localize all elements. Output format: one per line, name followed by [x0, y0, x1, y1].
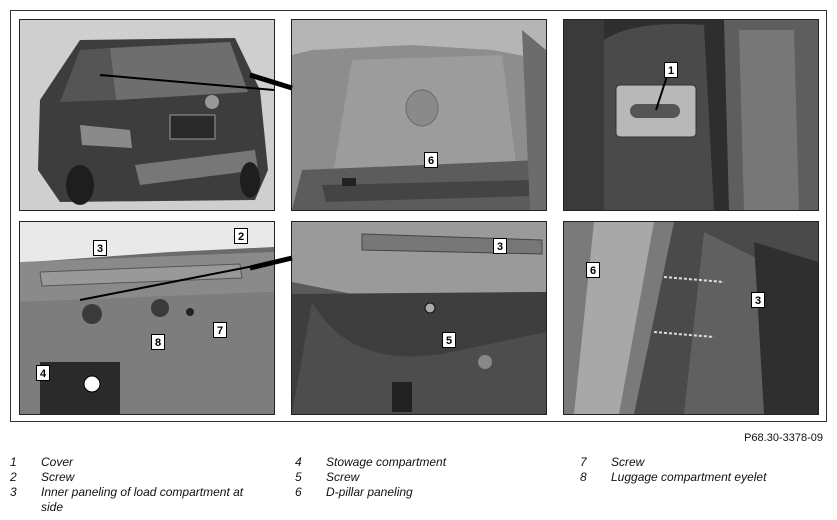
callout-number: 3 — [493, 238, 507, 254]
illustration-figure: 6 1 3 2 4 — [10, 10, 827, 422]
figure-reference: P68.30-3378-09 — [744, 432, 823, 444]
photo-vehicle-rear — [19, 19, 275, 211]
callout-number: 1 — [664, 62, 678, 78]
callout-number: 8 — [151, 334, 165, 350]
cover-detail-drawing — [564, 20, 818, 210]
callout-number: 6 — [424, 152, 438, 168]
load-compartment-drawing — [20, 222, 274, 414]
callout-number: 3 — [93, 240, 107, 256]
d-pillar-drawing — [292, 20, 546, 210]
callout-number: 3 — [751, 292, 765, 308]
callout-number: 5 — [442, 332, 456, 348]
photo-screw-detail: 3 5 — [291, 221, 547, 415]
paneling-removed-drawing — [564, 222, 818, 414]
photo-cover-detail: 1 — [563, 19, 819, 211]
callout-number: 2 — [234, 228, 248, 244]
photo-d-pillar: 6 — [291, 19, 547, 211]
callout-number: 7 — [213, 322, 227, 338]
callout-number: 6 — [586, 262, 600, 278]
vehicle-rear-drawing — [20, 20, 274, 210]
photo-load-compartment: 3 2 4 8 7 — [19, 221, 275, 415]
callout-number: 4 — [36, 365, 50, 381]
photo-paneling-removed: 6 3 — [563, 221, 819, 415]
screw-detail-drawing — [292, 222, 546, 414]
